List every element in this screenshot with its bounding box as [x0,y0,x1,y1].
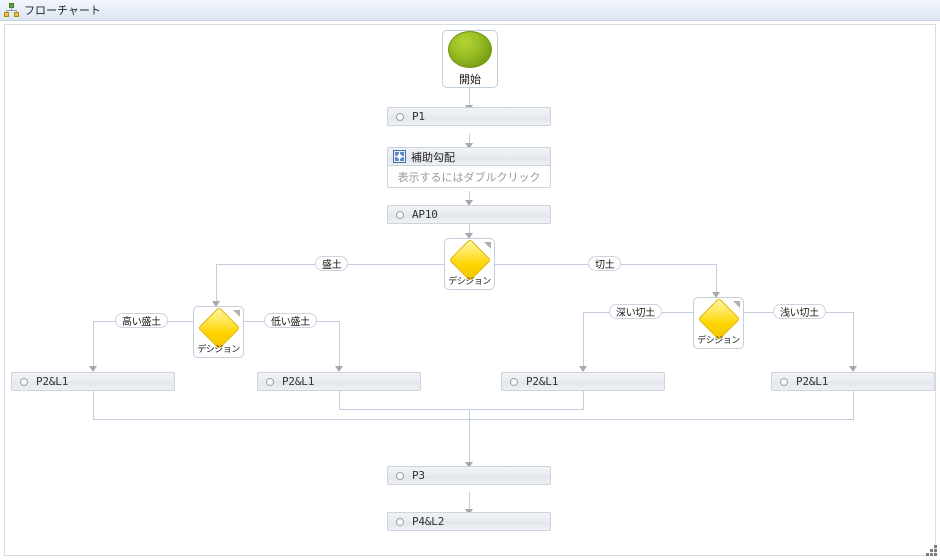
window-titlebar: フローチャート [0,0,940,21]
connector-root-right-drop [716,264,717,297]
decision-corner-marker-icon [233,310,240,317]
node-subchart-hint: 表示するにはダブルクリック [397,171,541,184]
arrowhead-sub [465,143,473,149]
merge-drop-leaf4 [853,387,854,420]
node-p4l2-label: P4&L2 [412,515,445,528]
connector-left-right-drop [339,321,340,371]
node-p1[interactable]: P1 [387,107,551,126]
merge-trunk-to-p3 [469,409,470,465]
flowchart-canvas[interactable]: 開始 P1 補助勾配 表示するにはダブルクリック [4,24,936,556]
node-decision-right-label: デシジョン [697,335,740,345]
arrowhead-decision-left [212,301,220,307]
connector-left-left-drop [93,321,94,371]
node-start-label: 開始 [459,74,481,86]
hierarchy-icon [4,2,19,18]
connector-right-left-drop [583,312,584,371]
node-start[interactable]: 開始 [442,30,498,88]
arrowhead-leaf3 [579,366,587,372]
node-subchart[interactable]: 補助勾配 表示するにはダブルクリック [387,147,551,188]
node-decision-root-label: デシジョン [448,276,491,286]
edge-label-left-right: 低い盛土 [264,313,317,328]
circle-step-icon [266,377,274,386]
node-ap10[interactable]: AP10 [387,205,551,224]
node-p1-label: P1 [412,110,425,123]
circle-step-icon [396,517,404,526]
node-subchart-body[interactable]: 表示するにはダブルクリック [387,166,551,188]
node-subchart-title: 補助勾配 [411,151,455,164]
node-p3[interactable]: P3 [387,466,551,485]
merge-drop-leaf1 [93,387,94,420]
arrowhead-leaf1 [89,366,97,372]
node-leaf-3-label: P2&L1 [526,375,559,388]
window-title: フローチャート [24,5,101,17]
node-leaf-4[interactable]: P2&L1 [771,372,935,391]
node-subchart-header[interactable]: 補助勾配 [387,147,551,166]
node-ap10-label: AP10 [412,208,438,221]
connector-p3-to-p4l2 [469,492,470,512]
circle-step-icon [396,471,404,480]
edge-label-root-left: 盛土 [315,256,349,271]
edge-label-root-left-text: 盛土 [322,260,342,271]
merge-drop-leaf2 [339,387,340,410]
edge-label-left-left-text: 高い盛土 [122,317,161,328]
merge-bus-outer [93,419,854,420]
connector-p1-to-sub [469,133,470,147]
connector-start-to-p1 [469,87,470,107]
node-leaf-2[interactable]: P2&L1 [257,372,421,391]
merge-bus-inner [339,409,584,410]
resize-grip-icon[interactable] [925,545,937,557]
arrowhead-decision-right [712,292,720,298]
green-circle-start-icon [448,31,492,68]
arrowhead-leaf4 [849,366,857,372]
arrowhead-decision-root [465,233,473,239]
node-decision-right[interactable]: デシジョン [693,297,744,349]
edge-label-right-right-text: 浅い切土 [780,308,819,319]
circle-step-icon [396,210,404,219]
node-decision-left-label: デシジョン [197,344,240,354]
arrowhead-ap10 [465,200,473,206]
arrowhead-leaf2 [335,366,343,372]
edge-label-right-left-text: 深い切土 [616,308,655,319]
subchart-icon [393,150,406,163]
edge-label-right-left: 深い切土 [609,304,662,319]
node-p4l2[interactable]: P4&L2 [387,512,551,531]
circle-step-icon [20,377,28,386]
circle-step-icon [396,112,404,121]
edge-label-root-right-text: 切土 [595,260,615,271]
decision-corner-marker-icon [484,242,491,249]
node-p3-label: P3 [412,469,425,482]
edge-label-root-right: 切土 [588,256,622,271]
node-leaf-1[interactable]: P2&L1 [11,372,175,391]
node-leaf-4-label: P2&L1 [796,375,829,388]
connector-ap10-to-decision-root [469,222,470,238]
decision-corner-marker-icon [733,301,740,308]
connector-sub-to-ap10 [469,191,470,205]
edge-label-left-right-text: 低い盛土 [271,317,310,328]
merge-drop-leaf3 [583,387,584,410]
circle-step-icon [510,377,518,386]
node-leaf-1-label: P2&L1 [36,375,69,388]
node-decision-root[interactable]: デシジョン [444,238,495,290]
node-decision-left[interactable]: デシジョン [193,306,244,358]
circle-step-icon [780,377,788,386]
connector-right-right-drop [853,312,854,371]
edge-label-left-left: 高い盛土 [115,313,168,328]
connector-root-left-drop [216,264,217,306]
node-leaf-2-label: P2&L1 [282,375,315,388]
arrowhead-p3 [465,462,473,468]
edge-label-right-right: 浅い切土 [773,304,826,319]
node-leaf-3[interactable]: P2&L1 [501,372,665,391]
